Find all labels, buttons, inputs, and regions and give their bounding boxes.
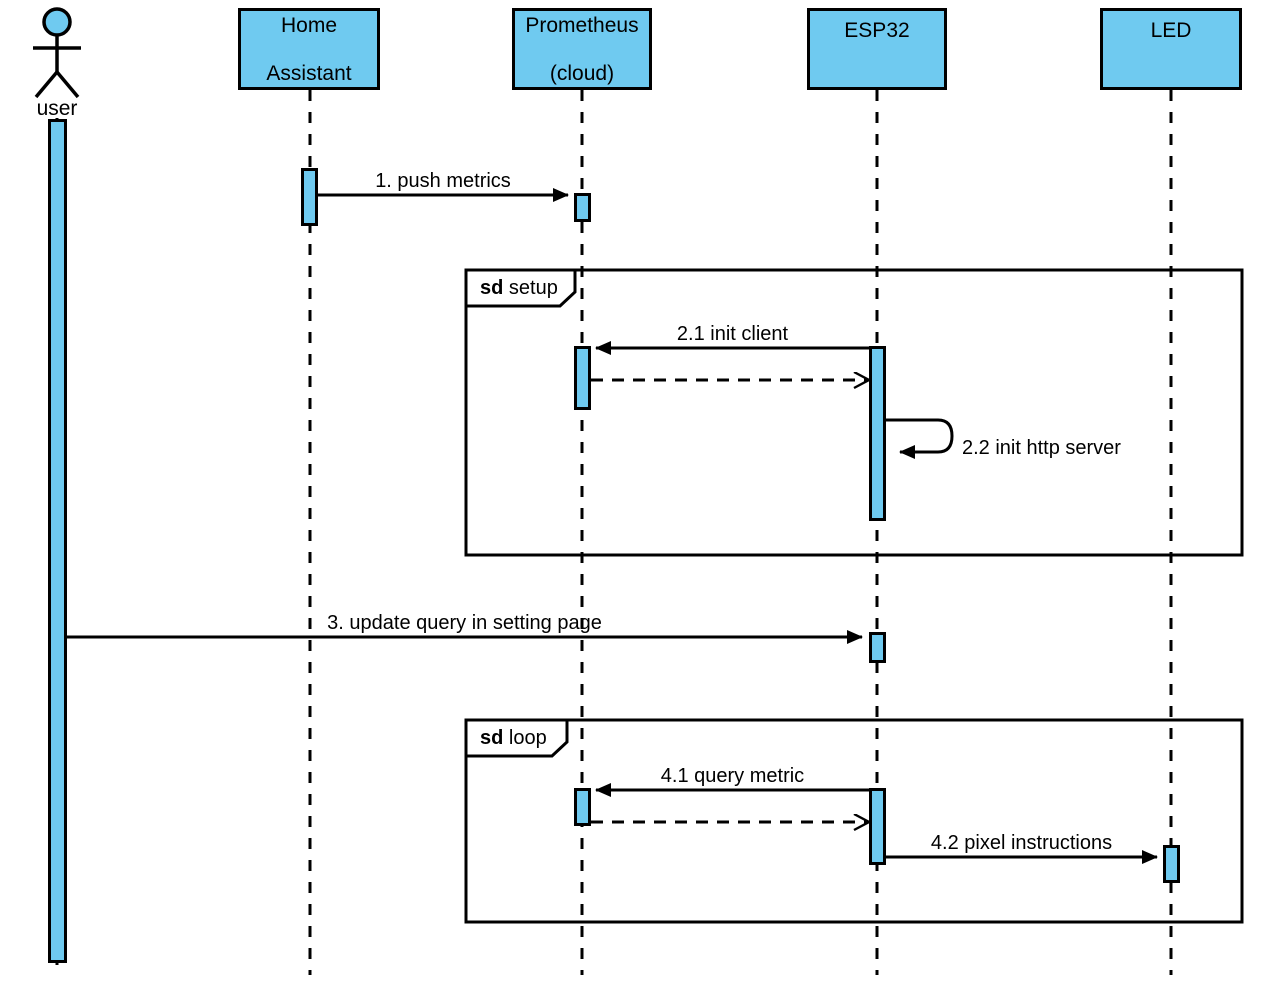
fragment-name: loop (508, 727, 547, 749)
fragment-keyword: sd (480, 727, 504, 749)
activation-esp32-setup (869, 346, 886, 521)
message-label-pixel-instructions: 4.2 pixel instructions (930, 832, 1113, 854)
fragment-loop-frame (464, 718, 1244, 924)
participant-label-line1: Home (280, 13, 338, 37)
message-label-update-query: 3. update query in setting page (327, 612, 602, 634)
participant-label-line2: (cloud) (549, 62, 615, 86)
activation-home-assistant-push (301, 168, 318, 226)
participant-label-line1: Prometheus (525, 13, 639, 37)
activation-prometheus-query-metric (574, 788, 591, 826)
activation-prometheus-init-client (574, 346, 591, 410)
fragment-setup-frame (464, 268, 1244, 557)
actor-label-user: user (36, 97, 78, 120)
participant-label-line1: LED (1150, 19, 1192, 42)
activation-prometheus-push (574, 193, 591, 222)
fragment-tag-loop: sd loop (470, 724, 573, 753)
message-label-query-metric: 4.1 query metric (660, 765, 805, 787)
message-arrow-init-http-server (886, 418, 954, 459)
actor-user-icon (33, 7, 81, 99)
message-label-init-http-server: 2.2 init http server (962, 437, 1121, 459)
fragment-keyword: sd (480, 277, 504, 299)
message-label-push-metrics: 1. push metrics (375, 170, 511, 192)
participant-home-assistant[interactable]: Home Assistant (238, 8, 380, 90)
activation-user (48, 119, 67, 963)
participant-prometheus[interactable]: Prometheus (cloud) (512, 8, 652, 90)
participant-label-line1: ESP32 (844, 19, 910, 42)
participant-label-line2: Assistant (266, 62, 352, 86)
fragment-name: setup (508, 277, 558, 299)
message-label-init-client: 2.1 init client (676, 323, 789, 345)
fragment-tag-setup: sd setup (470, 274, 584, 303)
activation-led-pixel (1163, 845, 1180, 883)
participant-led[interactable]: LED (1100, 8, 1242, 90)
participant-esp32[interactable]: ESP32 (807, 8, 947, 90)
activation-esp32-update-query (869, 632, 886, 663)
activation-esp32-loop (869, 788, 886, 865)
